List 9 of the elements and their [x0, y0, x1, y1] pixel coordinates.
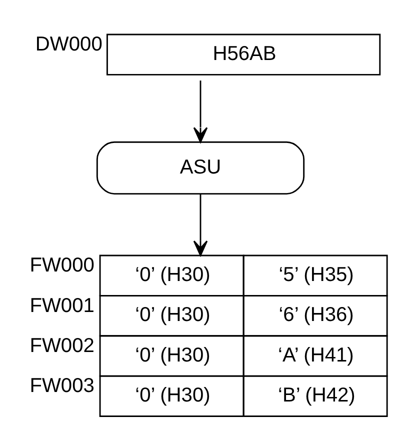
node-label: FW002 — [30, 334, 94, 357]
node-label: DW000 — [35, 34, 102, 56]
arrow — [193, 194, 208, 256]
arrow — [193, 80, 208, 143]
node-box: ASU — [96, 141, 305, 195]
node-box: H56AB — [106, 34, 381, 76]
node-label: FW003 — [30, 375, 94, 398]
node-label: FW000 — [30, 254, 94, 277]
node-label: FW001 — [30, 294, 94, 317]
